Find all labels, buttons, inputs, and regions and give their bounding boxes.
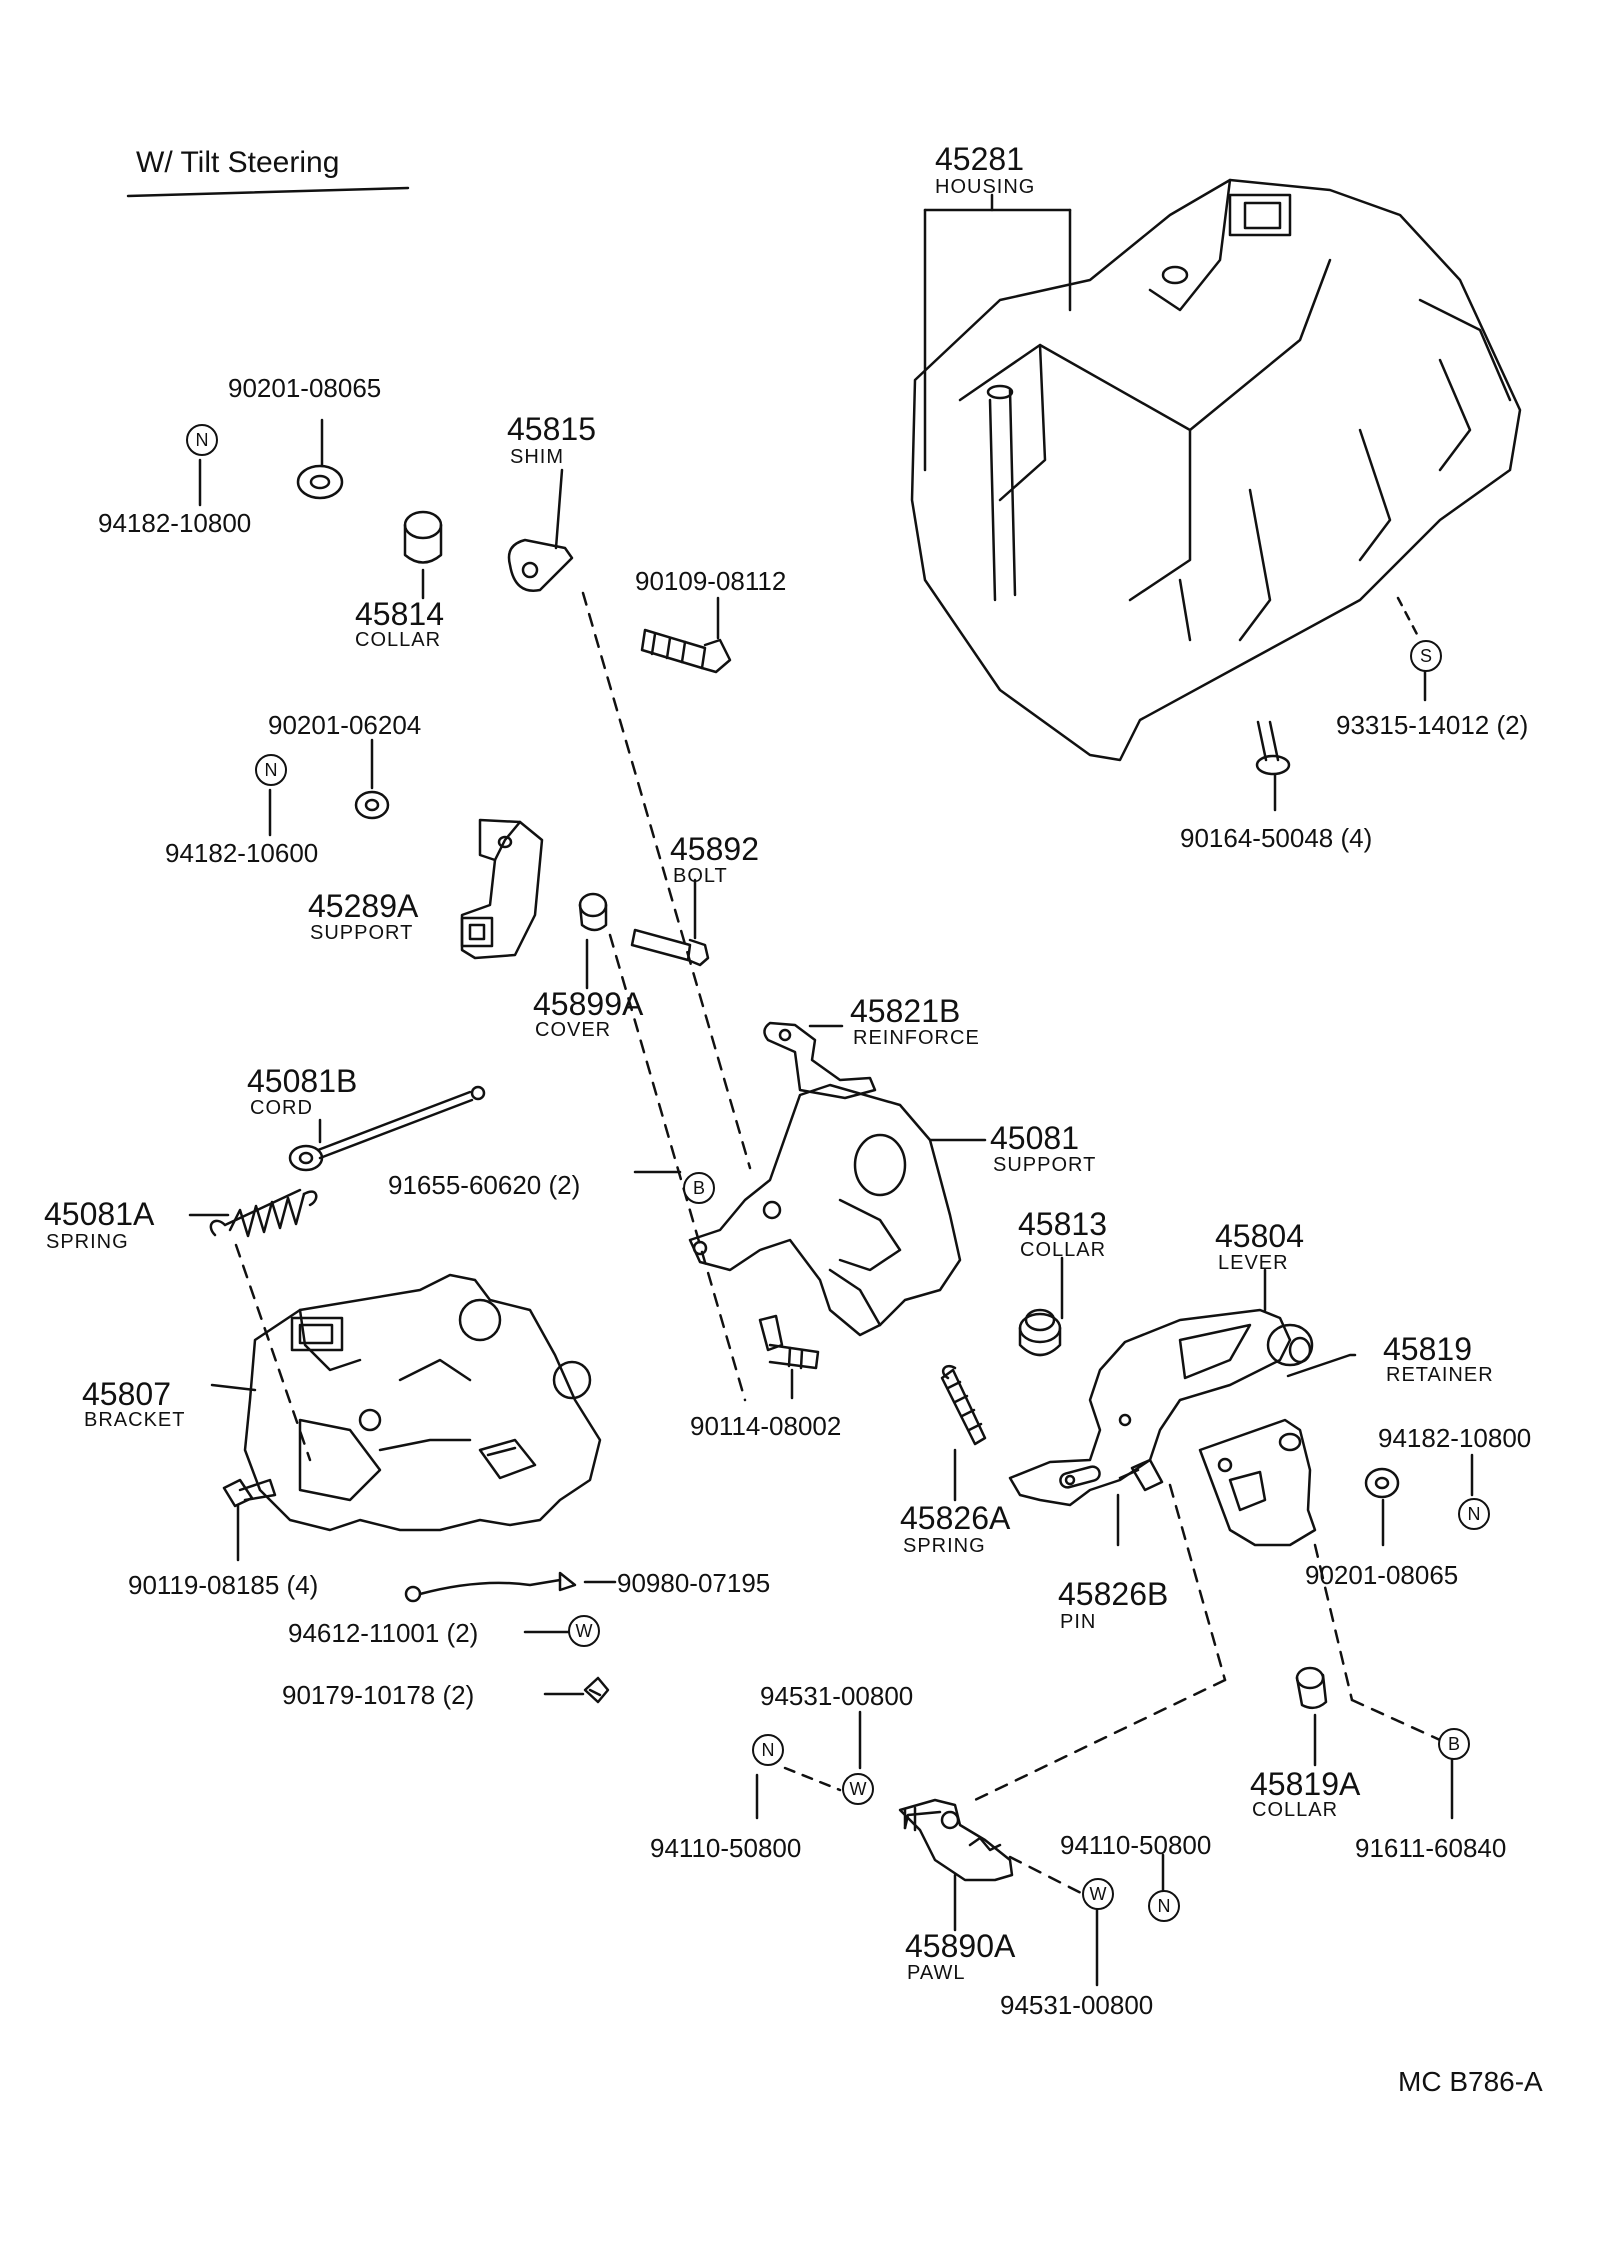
- bolt-90109-08112: [640, 596, 732, 674]
- part-number-45814: 45814: [355, 596, 444, 632]
- pawl-45890a: [898, 1798, 1014, 1932]
- part-number-45890a: 45890A: [905, 1928, 1016, 1964]
- part-name-support-45081: SUPPORT: [993, 1154, 1097, 1176]
- part-number-91611-60840: 91611-60840: [1355, 1833, 1507, 1863]
- clip-90179-10178: [543, 1676, 610, 1704]
- nut-90201-08065-top: [296, 418, 344, 500]
- collar-45814: [403, 510, 443, 600]
- part-name-spring-45081a: SPRING: [46, 1231, 129, 1253]
- retainer-45819: [1198, 1353, 1357, 1547]
- symbol-w-1: W: [568, 1615, 600, 1647]
- harness-cord: [404, 1571, 617, 1603]
- part-number-45804: 45804: [1215, 1218, 1304, 1254]
- title-underline: [126, 186, 410, 198]
- part-number-45081b: 45081B: [247, 1063, 358, 1099]
- part-number-90201-08065-bottom: 90201-08065: [1305, 1560, 1459, 1590]
- screw-90164-50048: [1255, 720, 1291, 812]
- part-number-45899a: 45899A: [533, 986, 644, 1022]
- symbol-b-1: B: [683, 1172, 715, 1204]
- symbol-n-3: N: [1458, 1498, 1490, 1530]
- part-name-lever: LEVER: [1218, 1252, 1289, 1274]
- bolt-90119-08185: [222, 1478, 277, 1562]
- part-number-94182-10800-top: 94182-10800: [98, 508, 252, 538]
- part-number-91655-60620: 91655-60620 (2): [388, 1170, 581, 1200]
- bracket-45807: [210, 1273, 602, 1532]
- part-number-93315-14012: 93315-14012 (2): [1336, 710, 1529, 740]
- nut-90201-06204: [354, 738, 390, 820]
- part-number-94182-10800-bottom: 94182-10800: [1378, 1423, 1532, 1453]
- part-number-90179-10178: 90179-10178 (2): [282, 1680, 475, 1710]
- symbol-w-2: W: [842, 1773, 874, 1805]
- part-number-90119-08185: 90119-08185 (4): [128, 1570, 319, 1600]
- part-name-housing: HOUSING: [935, 176, 1036, 198]
- part-number-94110-50800-right: 94110-50800: [1060, 1830, 1212, 1860]
- collar-45813: [1018, 1256, 1064, 1357]
- part-number-90114-08002: 90114-08002: [690, 1411, 842, 1441]
- pin-45826b: [1116, 1458, 1164, 1547]
- diagram-title: W/ Tilt Steering: [136, 146, 340, 179]
- part-name-bracket: BRACKET: [84, 1409, 186, 1431]
- part-name-cord: CORD: [250, 1097, 313, 1119]
- part-name-pawl: PAWL: [907, 1962, 966, 1984]
- part-number-45819: 45819: [1383, 1331, 1472, 1367]
- bolt-45892: [630, 878, 710, 967]
- part-name-bolt: BOLT: [673, 865, 728, 887]
- part-name-collar-45813: COLLAR: [1020, 1239, 1107, 1261]
- part-name-reinforce: REINFORCE: [853, 1027, 980, 1049]
- drawing-code: MC B786-A: [1398, 2066, 1543, 2097]
- part-number-94531-00800-bottom: 94531-00800: [1000, 1990, 1154, 2020]
- symbol-w-3: W: [1082, 1878, 1114, 1910]
- part-number-45815: 45815: [507, 411, 596, 447]
- bolt-90114-08002: [758, 1314, 820, 1400]
- spring-45081a: [188, 1188, 318, 1238]
- part-number-90201-06204: 90201-06204: [268, 710, 422, 740]
- part-number-45289a: 45289A: [308, 888, 419, 924]
- part-number-45892: 45892: [670, 831, 759, 867]
- support-45081: [688, 1083, 987, 1337]
- part-number-45826a: 45826A: [900, 1500, 1011, 1536]
- symbol-s: S: [1410, 640, 1442, 672]
- part-number-90164-50048: 90164-50048 (4): [1180, 823, 1373, 853]
- part-number-45081: 45081: [990, 1120, 1079, 1156]
- part-number-94182-10600: 94182-10600: [165, 838, 319, 868]
- part-name-shim: SHIM: [510, 446, 564, 468]
- reinforce-45821b: [763, 1021, 877, 1100]
- part-name-retainer: RETAINER: [1386, 1364, 1494, 1386]
- shim-45815: [507, 468, 574, 592]
- support-45289a: [460, 818, 544, 960]
- symbol-n-2: N: [255, 754, 287, 786]
- lever-45804: [1008, 1268, 1314, 1507]
- part-number-94110-50800-left: 94110-50800: [650, 1833, 802, 1863]
- symbol-n-5: N: [1148, 1890, 1180, 1922]
- part-name-pin: PIN: [1060, 1611, 1097, 1633]
- part-name-cover: COVER: [535, 1019, 612, 1041]
- symbol-n-4: N: [752, 1734, 784, 1766]
- part-number-45819a: 45819A: [1250, 1766, 1361, 1802]
- part-number-45813: 45813: [1018, 1206, 1107, 1242]
- symbol-b-2: B: [1438, 1728, 1470, 1760]
- part-name-spring-45826a: SPRING: [903, 1535, 986, 1557]
- part-number-45081a: 45081A: [44, 1196, 155, 1232]
- cord-45081b: [288, 1085, 486, 1172]
- part-number-45821b: 45821B: [850, 993, 961, 1029]
- part-number-45281: 45281: [935, 141, 1024, 177]
- part-name-collar-45814: COLLAR: [355, 629, 442, 651]
- spring-45826a: [940, 1364, 987, 1502]
- cover-45899a: [578, 892, 608, 990]
- part-number-45807: 45807: [82, 1376, 171, 1412]
- housing-45281: [910, 178, 1522, 762]
- part-number-94531-00800-top: 94531-00800: [760, 1681, 914, 1711]
- part-number-90980-07195: 90980-07195: [617, 1568, 771, 1598]
- part-name-collar-45819a: COLLAR: [1252, 1799, 1339, 1821]
- collar-45819a: [1295, 1666, 1328, 1767]
- symbol-n-1: N: [186, 424, 218, 456]
- part-number-90109-08112: 90109-08112: [635, 566, 787, 596]
- part-name-support-45289a: SUPPORT: [310, 922, 414, 944]
- part-number-90201-08065-top: 90201-08065: [228, 373, 382, 403]
- part-number-94612-11001: 94612-11001 (2): [288, 1618, 479, 1648]
- part-number-45826b: 45826B: [1058, 1576, 1169, 1612]
- nut-90201-08065-bottom: [1364, 1467, 1400, 1547]
